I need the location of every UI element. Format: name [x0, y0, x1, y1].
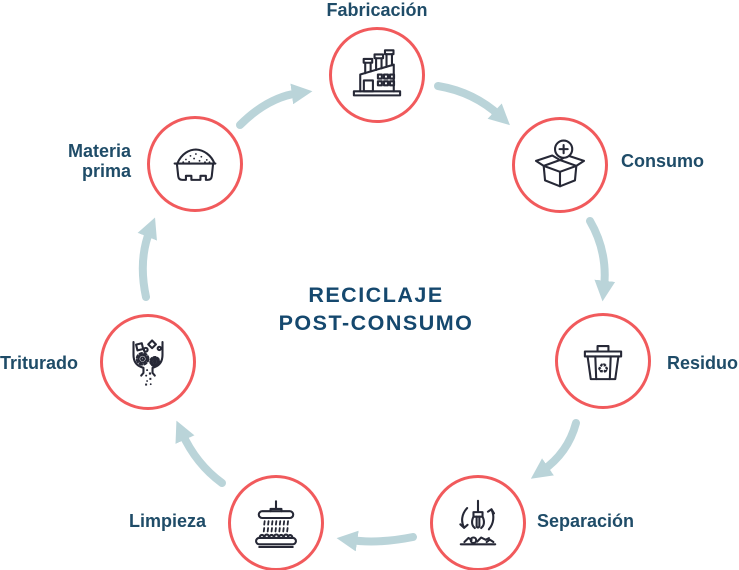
stage-label-limpieza: Limpieza — [129, 511, 207, 531]
raw-material-container-icon — [173, 148, 217, 181]
diagram-title: RECICLAJE POST-CONSUMO — [216, 281, 536, 337]
factory-icon — [352, 49, 402, 97]
stage-node-limpieza — [228, 475, 324, 570]
shower-wash-icon — [255, 500, 297, 549]
stage-node-residuo: ♻ — [555, 313, 651, 409]
arrow-materia-prima-to-fabricacion — [236, 83, 313, 129]
stage-node-consumo — [512, 117, 608, 213]
arrow-consumo-to-residuo — [586, 217, 616, 302]
arrow-fabricacion-to-consumo — [434, 82, 510, 126]
stage-label-materia-prima: Materia prima — [67, 141, 131, 181]
stage-label-fabricacion: Fabricación — [326, 0, 428, 20]
stage-node-triturado — [100, 314, 196, 410]
stage-label-consumo: Consumo — [621, 151, 704, 171]
stage-label-triturado: Triturado — [0, 353, 79, 373]
open-box-plus-icon — [534, 139, 586, 188]
stage-node-separacion — [430, 475, 526, 570]
arrow-limpieza-to-triturado — [175, 420, 226, 487]
arrow-separacion-to-limpieza — [336, 530, 417, 552]
stage-node-fabricacion — [329, 27, 425, 123]
arrow-residuo-to-separacion — [530, 419, 580, 479]
diagram-title-line2: POST-CONSUMO — [278, 311, 474, 335]
claw-sorter-icon — [459, 499, 497, 546]
grinder-icon — [132, 339, 164, 386]
svg-text:♻: ♻ — [597, 361, 609, 377]
recycle-bin-icon: ♻ — [583, 345, 623, 381]
diagram-title-line1: RECICLAJE — [308, 283, 444, 307]
stage-node-materia-prima — [147, 116, 243, 212]
arrow-triturado-to-materia-prima — [137, 217, 157, 301]
stage-label-separacion: Separación — [537, 511, 635, 531]
stage-label-residuo: Residuo — [667, 353, 739, 373]
